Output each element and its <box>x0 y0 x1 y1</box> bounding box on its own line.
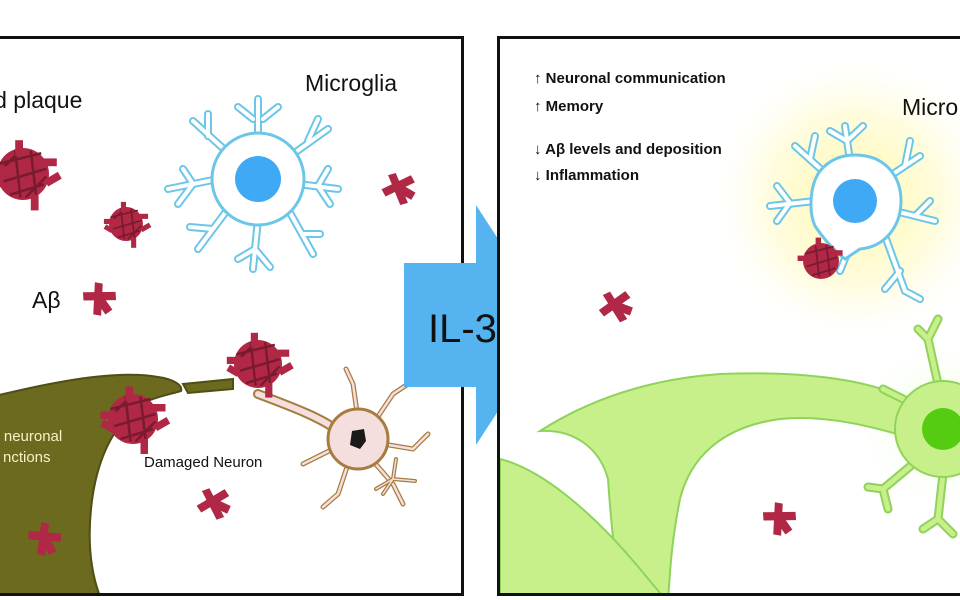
effect-memory: ↑ Memory <box>534 98 604 115</box>
right-panel-treated: ↑ Neuronal communication ↑ Memory ↓ Aβ l… <box>497 36 960 596</box>
effect-abeta-levels: ↓ Aβ levels and deposition <box>534 141 722 158</box>
effect-neuronal-communication: ↑ Neuronal communication <box>534 70 726 87</box>
damaged-neuron-label: Damaged Neuron <box>144 454 263 471</box>
microglia-label-right: Micro <box>902 94 959 120</box>
plaque-label: id plaque <box>0 87 83 113</box>
left-panel-alzheimer: id plaque Microglia Aβ ed neuronal nctio… <box>0 36 464 596</box>
damaged-axon-fragment <box>181 377 234 395</box>
abeta-left-2 <box>79 280 119 318</box>
plaque-small <box>102 201 153 249</box>
plaque-large <box>0 138 64 212</box>
abeta-right-2 <box>759 500 799 538</box>
healthy-dendrite-mass <box>500 457 662 593</box>
abeta-left-1 <box>378 168 420 209</box>
right-scene <box>500 49 960 593</box>
abeta-right-1 <box>593 284 639 329</box>
damaged-junction-label-line2: nctions <box>3 449 51 466</box>
damaged-neuron <box>253 366 431 510</box>
plaque-near-neuron <box>225 331 295 399</box>
engulfed-plaque <box>797 237 843 279</box>
microglia-right <box>766 122 939 303</box>
microglia-label: Microglia <box>305 70 398 96</box>
microglia-left <box>164 95 342 273</box>
damaged-junction-label-line1: ed neuronal <box>0 428 63 445</box>
healthy-neuron <box>863 314 960 539</box>
effect-inflammation: ↓ Inflammation <box>534 167 640 184</box>
abeta-left-3 <box>192 482 236 525</box>
left-scene <box>0 95 431 593</box>
abeta-label: Aβ <box>32 287 61 313</box>
arrow-shape <box>404 205 554 445</box>
healthy-axon <box>536 372 916 593</box>
